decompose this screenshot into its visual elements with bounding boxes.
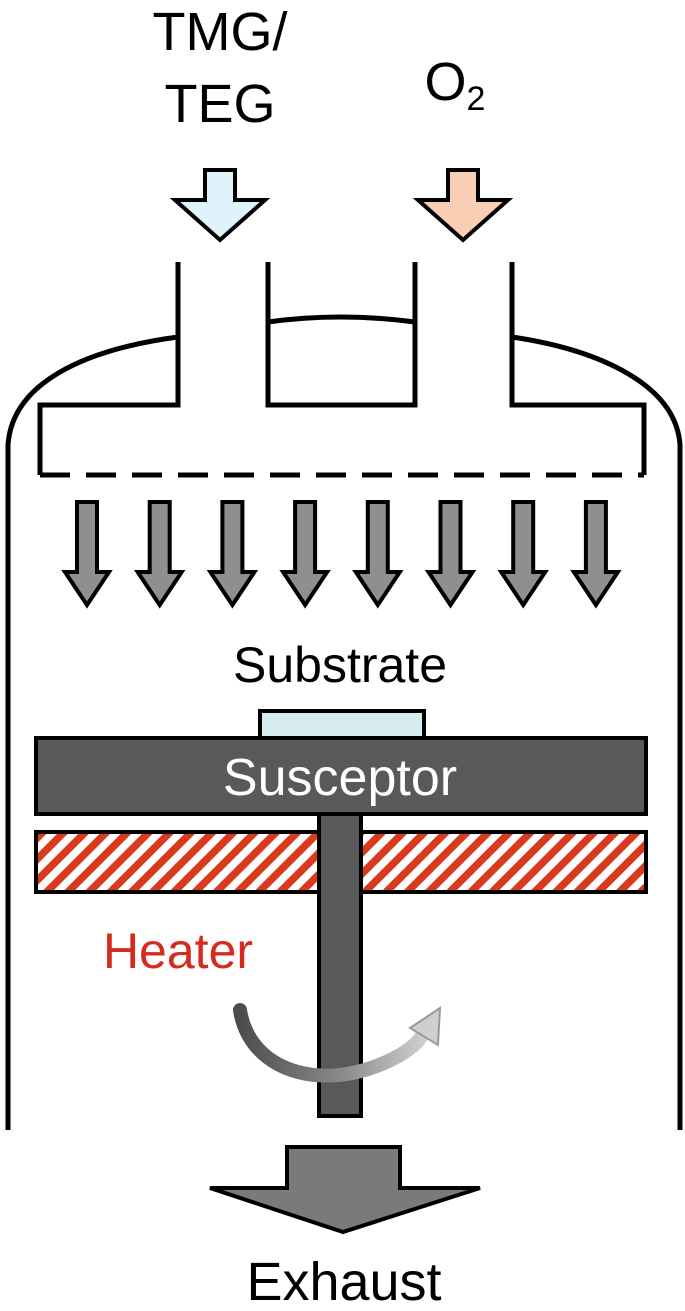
chamber-wall-left: [5, 334, 179, 1130]
oxidant-label-subscript: 2: [467, 80, 486, 118]
precursor-label-line2: TEG: [164, 74, 275, 134]
gas-flow-arrow: [206, 500, 259, 609]
curved-rotation-arrow-icon: [233, 1003, 442, 1083]
chamber-wall-right: [511, 334, 683, 1130]
gas-flow-arrow: [570, 500, 622, 609]
precursor-inlet-arrow: [169, 168, 271, 243]
showerhead-top-curve: [267, 314, 416, 325]
gas-flow-arrows: [61, 500, 622, 609]
precursor-label-line1: TMG/: [153, 2, 288, 62]
substrate-wafer: [258, 709, 426, 741]
gas-flow-arrow: [497, 500, 549, 609]
exhaust-label: Exhaust: [246, 1252, 441, 1311]
gas-flow-arrow: [352, 500, 404, 609]
showerhead-body: [37, 262, 647, 475]
gas-flow-arrow: [279, 500, 331, 609]
substrate-label: Substrate: [233, 637, 447, 693]
oxidant-label-base: O: [425, 52, 467, 112]
gas-flow-arrow: [133, 500, 186, 609]
gas-flow-arrow: [424, 500, 477, 609]
oxidant-inlet-arrow: [412, 168, 514, 243]
susceptor-label: Susceptor: [223, 749, 457, 807]
heater-label: Heater: [103, 923, 253, 979]
susceptor-plate: [34, 736, 648, 816]
oxidant-label: O2: [425, 52, 486, 118]
gas-flow-arrow: [61, 500, 113, 609]
exhaust-arrow: [209, 1145, 481, 1235]
